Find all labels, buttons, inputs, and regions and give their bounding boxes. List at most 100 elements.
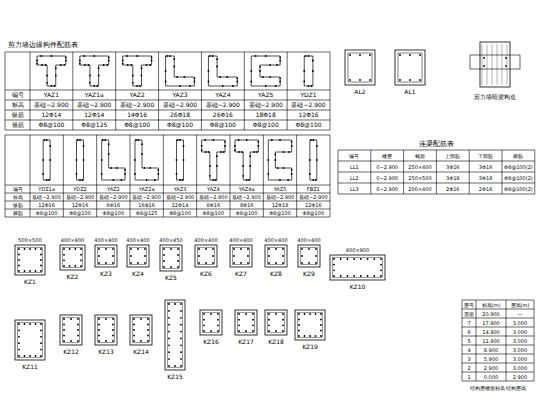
rebar-dot [168, 310, 170, 312]
column-mark: KZ11 [22, 364, 38, 370]
rebar-dot [93, 55, 95, 57]
table-rule [462, 318, 534, 319]
rebar-dot [133, 335, 135, 337]
rebar-dot [70, 318, 72, 320]
table-cell: 2Φ16 [479, 186, 492, 191]
table-rule [502, 44, 503, 85]
stirrup [298, 313, 323, 338]
table-rule [462, 372, 534, 373]
rebar-dot [69, 265, 71, 267]
rebar-dot [177, 248, 179, 250]
rebar-dot [147, 324, 149, 326]
rebar-dot [177, 260, 179, 262]
rebar-dot [183, 145, 185, 147]
table-cell: 3.000 [513, 329, 527, 334]
table-cell: 箍筋 [513, 153, 523, 158]
table-cell: LL2 [350, 175, 359, 180]
rebar-dot [144, 248, 146, 250]
dimension: 400×450 [159, 238, 182, 243]
rebar-dot [77, 340, 79, 342]
rebar-dot [140, 340, 142, 342]
table-cell: 8Φ16 [207, 203, 220, 208]
column-mark: KZ7 [235, 271, 247, 277]
table-cell: 3 [467, 356, 470, 361]
table-rule [5, 120, 330, 121]
table-cell: 250×500 [408, 175, 431, 180]
table-cell: YAZ3 [172, 92, 187, 98]
table-cell: 7 [467, 320, 470, 325]
rebar-dot [122, 63, 124, 65]
dimension: 400×400 [94, 238, 117, 243]
table-cell: 0.000 [484, 374, 498, 379]
rebar-dot [48, 179, 50, 181]
table-cell: 16Φ16 [138, 203, 155, 208]
rebar-dot [380, 264, 382, 266]
rebar-dot [180, 344, 182, 346]
rebar-dot [312, 60, 314, 62]
beam-detail [345, 50, 375, 85]
rebar-dot [154, 179, 156, 181]
stirrup [333, 258, 383, 278]
rebar-dot [217, 313, 219, 315]
table-cell: 3Φ18 [479, 175, 492, 180]
table-rule [115, 52, 116, 130]
section-icon [37, 56, 66, 86]
rebar-dot [308, 55, 310, 57]
rebar-dot [309, 159, 311, 161]
rebar-dot [98, 255, 100, 257]
rebar-dot [238, 151, 240, 153]
rebar-dot [216, 165, 218, 167]
rebar-dot [312, 179, 314, 181]
rebar-dot [176, 173, 178, 175]
table-rule [5, 52, 330, 53]
rebar-dot [42, 159, 44, 161]
stirrup [98, 248, 115, 265]
rebar-dot [46, 139, 48, 141]
table-rule [462, 354, 534, 355]
rebar-dot [49, 159, 51, 161]
rebar-dot [212, 55, 214, 57]
column-mark: KZ19 [302, 344, 318, 350]
rebar-dot [74, 248, 76, 250]
rebar-dot [276, 64, 278, 66]
table-cell: YDZ1a [38, 187, 55, 192]
rebar-dot [63, 64, 65, 66]
rebar-dot [301, 255, 303, 257]
rebar-dot [35, 248, 37, 250]
rebar-dot [282, 319, 284, 321]
rebar-dot [315, 179, 317, 181]
rebar-dot [60, 64, 62, 66]
table-cell: 12Φ14 [41, 112, 61, 118]
rebar-dot [298, 335, 300, 337]
column-section [15, 245, 45, 275]
table-rule [158, 52, 159, 130]
table-rule [5, 193, 330, 194]
row-header: 箍筋 [12, 122, 24, 128]
rebar-dot [177, 254, 179, 256]
rebar-dot [222, 85, 224, 87]
rebar-dot [130, 248, 132, 250]
table-cell: 12Φ16 [38, 203, 55, 208]
column-mark: KZ10 [350, 284, 366, 290]
table-cell: 基础~2.900 [291, 102, 325, 108]
column-mark: KZ8 [270, 271, 282, 277]
rebar-dot [98, 329, 100, 331]
rebar-dot [301, 248, 303, 250]
rebar-dot [236, 81, 238, 83]
rebar-dot [180, 351, 182, 353]
rebar-dot [233, 248, 235, 250]
rebar-dot [180, 324, 182, 326]
rebar-dot [238, 330, 240, 332]
rebar-dot [54, 85, 56, 87]
table-cell: Φ8@100 [167, 122, 193, 128]
table-cell: 3.000 [513, 356, 527, 361]
rebar-dot [268, 324, 270, 326]
rebar-dot [18, 349, 20, 351]
table-cell: YAZ4a [239, 187, 255, 192]
rebar-dot [165, 81, 167, 83]
rebar-dot [46, 75, 48, 77]
table-cell: 基础~2.900 [132, 195, 161, 200]
rebar-dot [136, 85, 138, 87]
table-rule [330, 52, 331, 130]
table-rule [487, 44, 488, 85]
